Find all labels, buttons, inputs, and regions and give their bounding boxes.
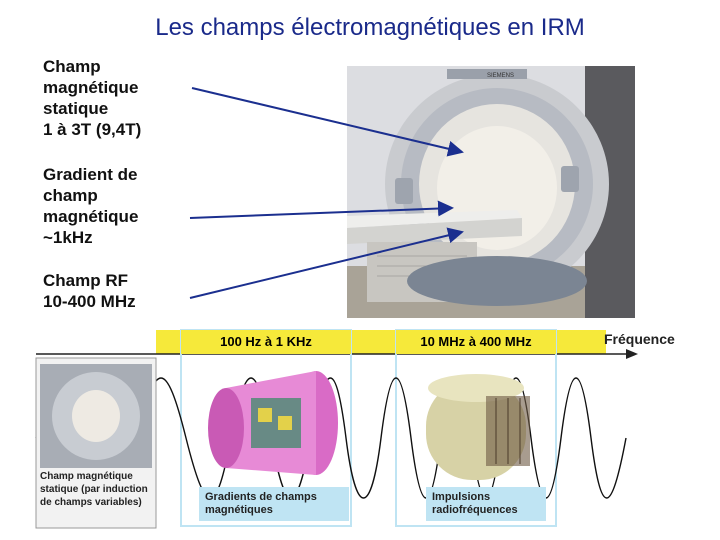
static-caption-line-2: statique (par induction	[40, 484, 148, 495]
frequency-axis-arrowhead	[626, 349, 638, 359]
static-field-line-4: 1 à 3T (9,4T)	[43, 120, 142, 139]
gradient-caption: Gradients de champs magnétiques	[199, 487, 349, 521]
left-control-panel	[395, 178, 413, 204]
rf-label: Champ RF 10-400 MHz	[43, 270, 173, 312]
band-low-frequency: 100 Hz à 1 KHz	[181, 330, 351, 354]
rf-caption-line-1: Impulsions	[432, 491, 491, 503]
frequency-spectrum-panel	[26, 318, 692, 538]
mri-scanner-photo: SIEMENS	[347, 66, 635, 320]
gradient-coil-winding-b	[278, 416, 292, 430]
rf-line-2: 10-400 MHz	[43, 292, 136, 311]
mri-scanner-drawing: SIEMENS	[347, 66, 635, 320]
right-control-panel	[561, 166, 579, 192]
brand-text: SIEMENS	[487, 73, 514, 79]
gradient-line-3: magnétique	[43, 207, 139, 226]
band-high-frequency: 10 MHz à 400 MHz	[396, 330, 556, 354]
static-caption-line-3: de champs variables)	[40, 497, 142, 508]
page-title: Les champs électromagnétiques en IRM	[155, 14, 585, 41]
rf-coil-top	[428, 374, 524, 402]
gantry-top-plate	[447, 69, 527, 79]
gradient-coil-front	[208, 388, 244, 468]
static-field-line-1: Champ	[43, 57, 101, 76]
static-field-label: Champ magnétique statique 1 à 3T (9,4T)	[43, 56, 173, 140]
static-photo-bore	[72, 390, 120, 442]
static-caption-line-1: Champ magnétique	[40, 471, 133, 482]
gradient-line-1: Gradient de	[43, 165, 138, 184]
gradient-coil-windings	[251, 398, 301, 448]
rf-caption: Impulsions radiofréquences	[426, 487, 546, 521]
gradient-caption-line-1: Gradients de champs	[205, 491, 317, 503]
gradient-coil-winding-a	[258, 408, 272, 422]
static-field-line-2: magnétique	[43, 78, 139, 97]
gantry-base	[407, 256, 587, 306]
gradient-line-2: champ	[43, 186, 98, 205]
rf-caption-line-2: radiofréquences	[432, 504, 518, 516]
frequency-axis-label: Fréquence	[604, 331, 675, 347]
gradient-line-4: ~1kHz	[43, 228, 93, 247]
gradient-label: Gradient de champ magnétique ~1kHz	[43, 164, 173, 248]
rf-line-1: Champ RF	[43, 271, 128, 290]
gradient-caption-line-2: magnétiques	[205, 504, 273, 516]
static-field-line-3: statique	[43, 99, 109, 118]
static-field-caption: Champ magnétique statique (par induction…	[40, 470, 160, 509]
